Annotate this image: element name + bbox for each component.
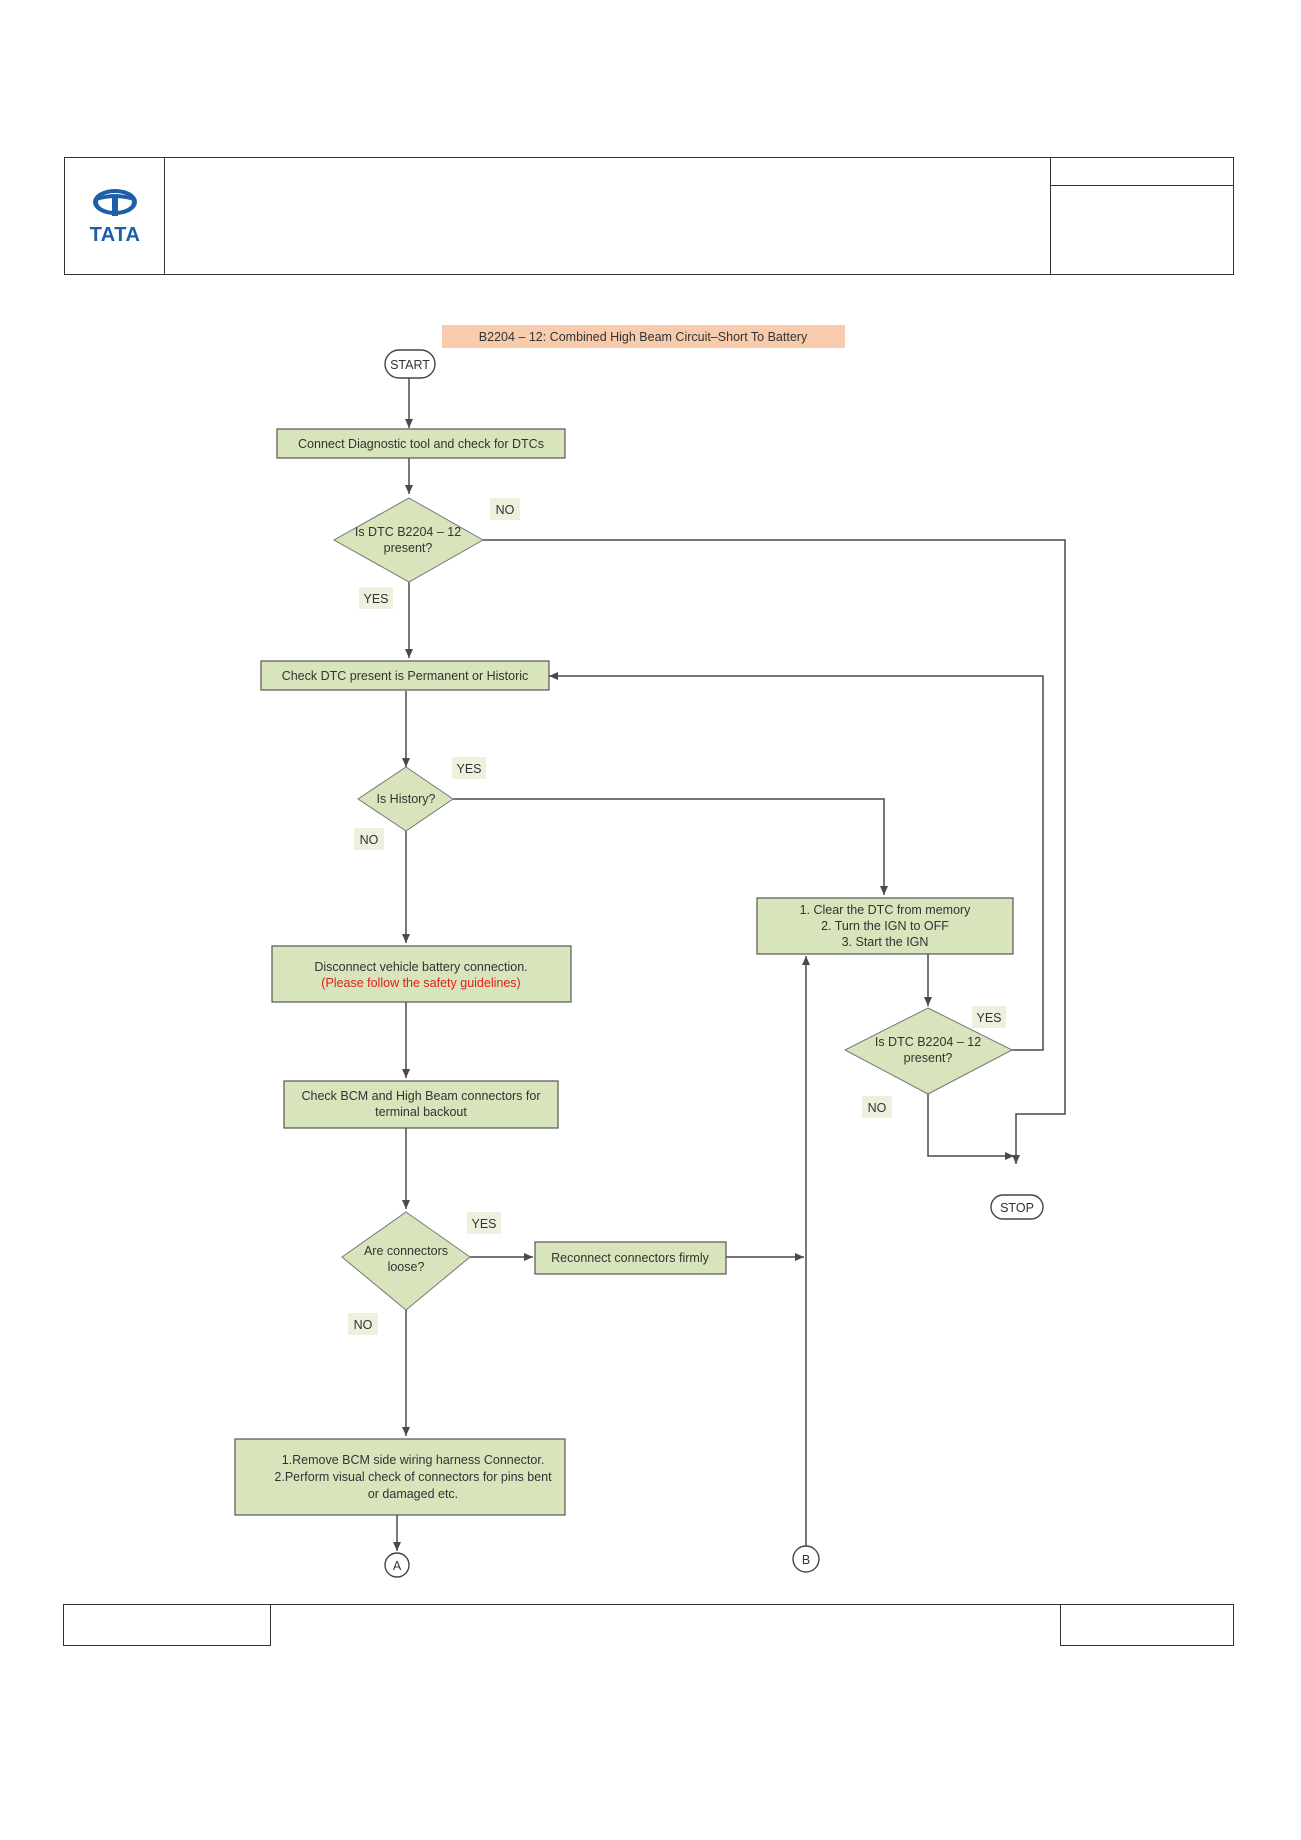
dtc-present-decision-1 [332,497,485,583]
clear-dtc-box [756,897,1014,955]
logo-text: TATA [89,224,141,246]
clear-dtc-line-2: 2. Turn the IGN to OFF [821,919,949,933]
dtc-present-2-line-2: present? [904,1051,953,1065]
connector-a-label: A [393,1559,402,1573]
remove-bcm-line-2: 2.Perform visual check of connectors for… [274,1470,552,1484]
logo-cell: TATA [65,158,165,274]
start-terminal [384,349,436,379]
connector-a [384,1552,410,1578]
reconnect-box [534,1241,727,1275]
safety-note-text: (Please follow the safety guidelines) [321,976,520,990]
remove-bcm-line-1: 1.Remove BCM side wiring harness Connect… [282,1453,545,1467]
connectors-loose-line-2: loose? [388,1260,425,1274]
hist-yes-label: YES [456,762,481,776]
remove-bcm-line-3: or damaged etc. [368,1487,458,1501]
connector-b-label: B [802,1553,810,1567]
disconnect-battery-box [271,945,572,1003]
check-permanent-box [260,660,550,691]
dtc-present-1-line-2: present? [384,541,433,555]
header-right-cell [1050,158,1233,274]
reconnect-text: Reconnect connectors firmly [551,1251,709,1265]
flow-connectors [393,378,1066,1551]
is-history-decision [357,766,454,832]
dtc-present-2-line-1: Is DTC B2204 – 12 [875,1035,981,1049]
check-connectors-box [283,1080,559,1129]
tata-logo-icon [93,189,137,216]
connectors-loose-line-1: Are connectors [364,1244,448,1258]
check-connectors-line-2: terminal backout [375,1105,467,1119]
check-connectors-line-1: Check BCM and High Beam connectors for [302,1089,541,1103]
connectors-loose-decision [341,1211,471,1311]
dtc-present-1-line-1: Is DTC B2204 – 12 [355,525,461,539]
dtc-present-decision-2 [843,1007,1014,1095]
d2-no-label: NO [868,1101,887,1115]
clear-dtc-line-3: 3. Start the IGN [842,935,929,949]
loose-no-label: NO [354,1318,373,1332]
d1-no-label: NO [496,503,515,517]
clear-dtc-line-1: 1. Clear the DTC from memory [800,903,972,917]
footer-right-cell [1060,1604,1234,1646]
start-label: START [390,358,430,372]
remove-bcm-box [234,1438,566,1516]
d2-yes-label: YES [976,1011,1001,1025]
connect-tool-text: Connect Diagnostic tool and check for DT… [298,437,544,451]
flowchart-title: B2204 – 12: Combined High Beam Circuit–S… [479,330,808,344]
check-permanent-text: Check DTC present is Permanent or Histor… [282,669,529,683]
page-header: TATA [64,157,1234,275]
footer-divider [271,1604,1060,1605]
disconnect-battery-text: Disconnect vehicle battery connection. [314,960,527,974]
footer-left-cell [63,1604,271,1646]
connector-b [792,1545,820,1573]
connect-tool-box [276,428,566,459]
stop-label: STOP [1000,1201,1034,1215]
title-banner [442,325,845,348]
is-history-text: Is History? [376,792,435,806]
loose-yes-label: YES [471,1217,496,1231]
d1-yes-label: YES [363,592,388,606]
hist-no-label: NO [360,833,379,847]
stop-terminal [990,1194,1044,1220]
